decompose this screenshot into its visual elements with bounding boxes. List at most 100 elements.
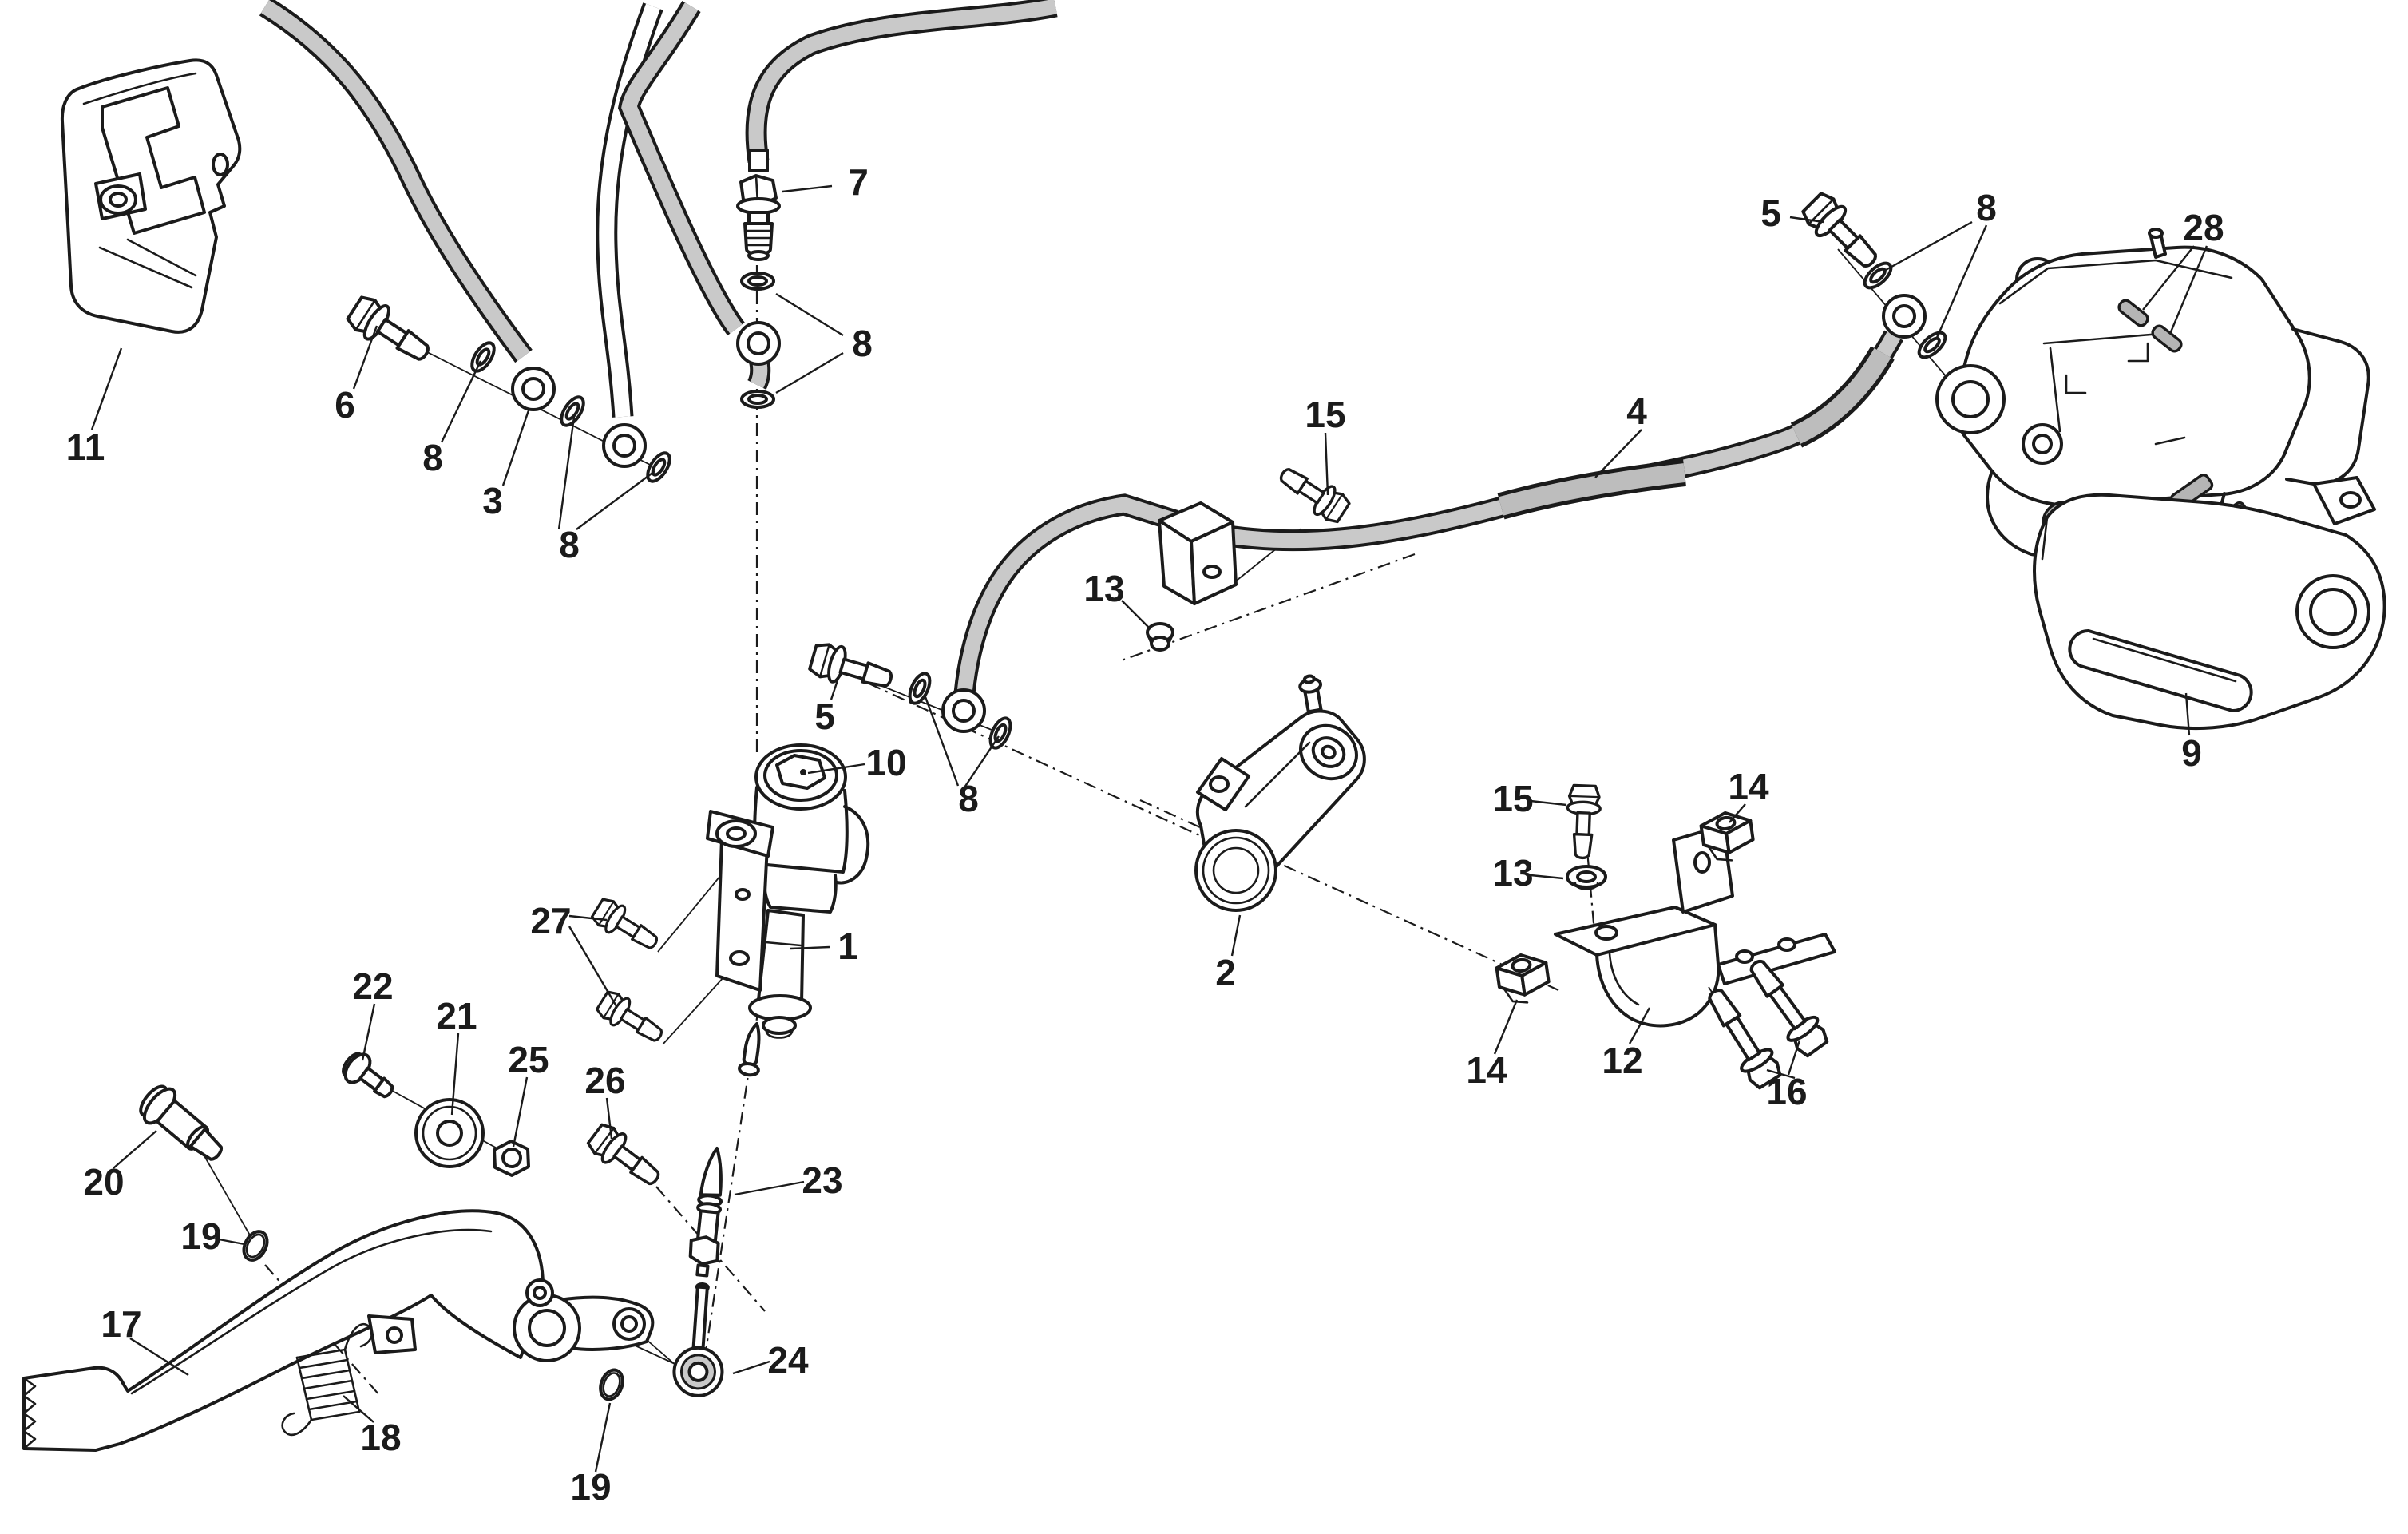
master-cylinder: [706, 743, 870, 1039]
leader-line: [830, 677, 840, 700]
part-number-label: 4: [1626, 390, 1647, 432]
part-number-label: 11: [66, 426, 105, 468]
washer-8: [904, 668, 936, 708]
callout-6: 6: [335, 325, 378, 426]
leader-line: [605, 1097, 613, 1140]
callout-14: 14: [1728, 766, 1769, 823]
callout-14: 14: [1466, 999, 1519, 1091]
part-number-label: 24: [767, 1339, 809, 1381]
bolt-27: [588, 894, 665, 959]
bolt-27: [592, 986, 670, 1052]
callout-24: 24: [732, 1339, 809, 1381]
part-number-label: 10: [865, 742, 906, 783]
brake-hoses: [259, 0, 1903, 704]
callout-22: 22: [352, 965, 394, 1061]
leader-line: [1885, 220, 1973, 272]
washer-13: [1566, 865, 1607, 890]
leader-line: [1789, 216, 1824, 224]
part-number-label: 5: [1760, 192, 1781, 234]
callout-5: 5: [814, 677, 840, 737]
leader-line: [1594, 429, 1642, 478]
part-number-label: 14: [1466, 1049, 1507, 1091]
leader-line: [352, 325, 378, 390]
pushrod-tip: [738, 1022, 761, 1077]
part-number-label: 8: [559, 524, 580, 565]
callout-13: 13: [1492, 852, 1564, 894]
washer-8: [984, 713, 1016, 753]
pushrod-23: [688, 1147, 723, 1278]
part-number-label: 12: [1602, 1040, 1642, 1081]
leader-line: [1935, 224, 1988, 340]
callout-15: 15: [1305, 394, 1346, 496]
o-ring-19: [595, 1365, 628, 1405]
callout-27: 27: [530, 900, 618, 1007]
leader-line: [1729, 803, 1746, 823]
leader-line: [568, 926, 618, 1007]
pivot-bolt-20: [139, 1084, 223, 1161]
callout-12: 12: [1602, 1007, 1651, 1081]
callout-23: 23: [734, 1159, 843, 1201]
callout-19: 19: [570, 1402, 612, 1508]
callout-11: 11: [66, 347, 123, 468]
leader-line: [90, 347, 123, 430]
hose-clamp: [1158, 501, 1238, 605]
callout-25: 25: [508, 1039, 549, 1148]
leader-line: [964, 735, 1000, 788]
o-ring-19: [240, 1227, 272, 1264]
part-number-label: 13: [1083, 568, 1124, 609]
banjo-hose-4: [1882, 294, 1927, 339]
washer-8: [465, 337, 501, 377]
leader-line: [2142, 245, 2195, 311]
return-spring: [281, 1322, 374, 1437]
part-number-label: 25: [508, 1039, 549, 1080]
leader-line: [775, 351, 844, 394]
part-number-label: 20: [83, 1161, 124, 1203]
leader-line: [732, 1360, 770, 1375]
callout-8: 8: [923, 694, 1000, 819]
callout-15: 15: [1492, 778, 1567, 819]
leader-line: [113, 1130, 157, 1169]
callout-4: 4: [1594, 390, 1647, 478]
callout-8: 8: [557, 416, 655, 565]
leader-line: [1493, 999, 1519, 1055]
part-number-label: 13: [1492, 852, 1533, 894]
part-number-label: 17: [101, 1303, 141, 1345]
leader-line: [440, 360, 482, 443]
callout-28: 28: [2142, 207, 2224, 335]
part-number-label: 28: [2183, 207, 2224, 248]
banjo-3: [511, 367, 556, 411]
leader-line: [807, 763, 865, 775]
leader-line: [1628, 1007, 1651, 1044]
part-number-label: 19: [180, 1215, 221, 1257]
part-number-label: 15: [1305, 394, 1345, 435]
grommet-13: [1146, 622, 1174, 652]
callout-8: 8: [1885, 187, 1997, 340]
pedal-roller-21: [414, 1098, 485, 1168]
heel-guard: [60, 58, 242, 334]
fluid-reservoir: [1194, 674, 1366, 912]
leader-line: [214, 1237, 245, 1246]
leader-line: [923, 694, 960, 787]
callout-13: 13: [1083, 568, 1151, 630]
leader-line: [2168, 245, 2208, 335]
part-number-label: 16: [1766, 1071, 1807, 1112]
leader-line: [1530, 874, 1564, 880]
clip-nut-14: [1493, 949, 1553, 1008]
part-number-label: 5: [814, 696, 835, 737]
leader-line: [790, 945, 830, 950]
callout-5: 5: [1760, 192, 1824, 234]
leader-line: [1766, 1068, 1796, 1080]
leader-line: [576, 470, 655, 530]
callout-2: 2: [1215, 914, 1242, 993]
leader-line: [594, 1402, 612, 1473]
leader-line: [782, 184, 833, 193]
part-number-label: 26: [584, 1060, 625, 1101]
washer-8: [1913, 327, 1951, 363]
callout-18: 18: [343, 1395, 402, 1458]
banjo-hose-b: [736, 321, 781, 366]
bolt-26: [583, 1118, 668, 1195]
banjo-hose-w: [602, 423, 647, 468]
part-number-label: 3: [482, 480, 503, 521]
